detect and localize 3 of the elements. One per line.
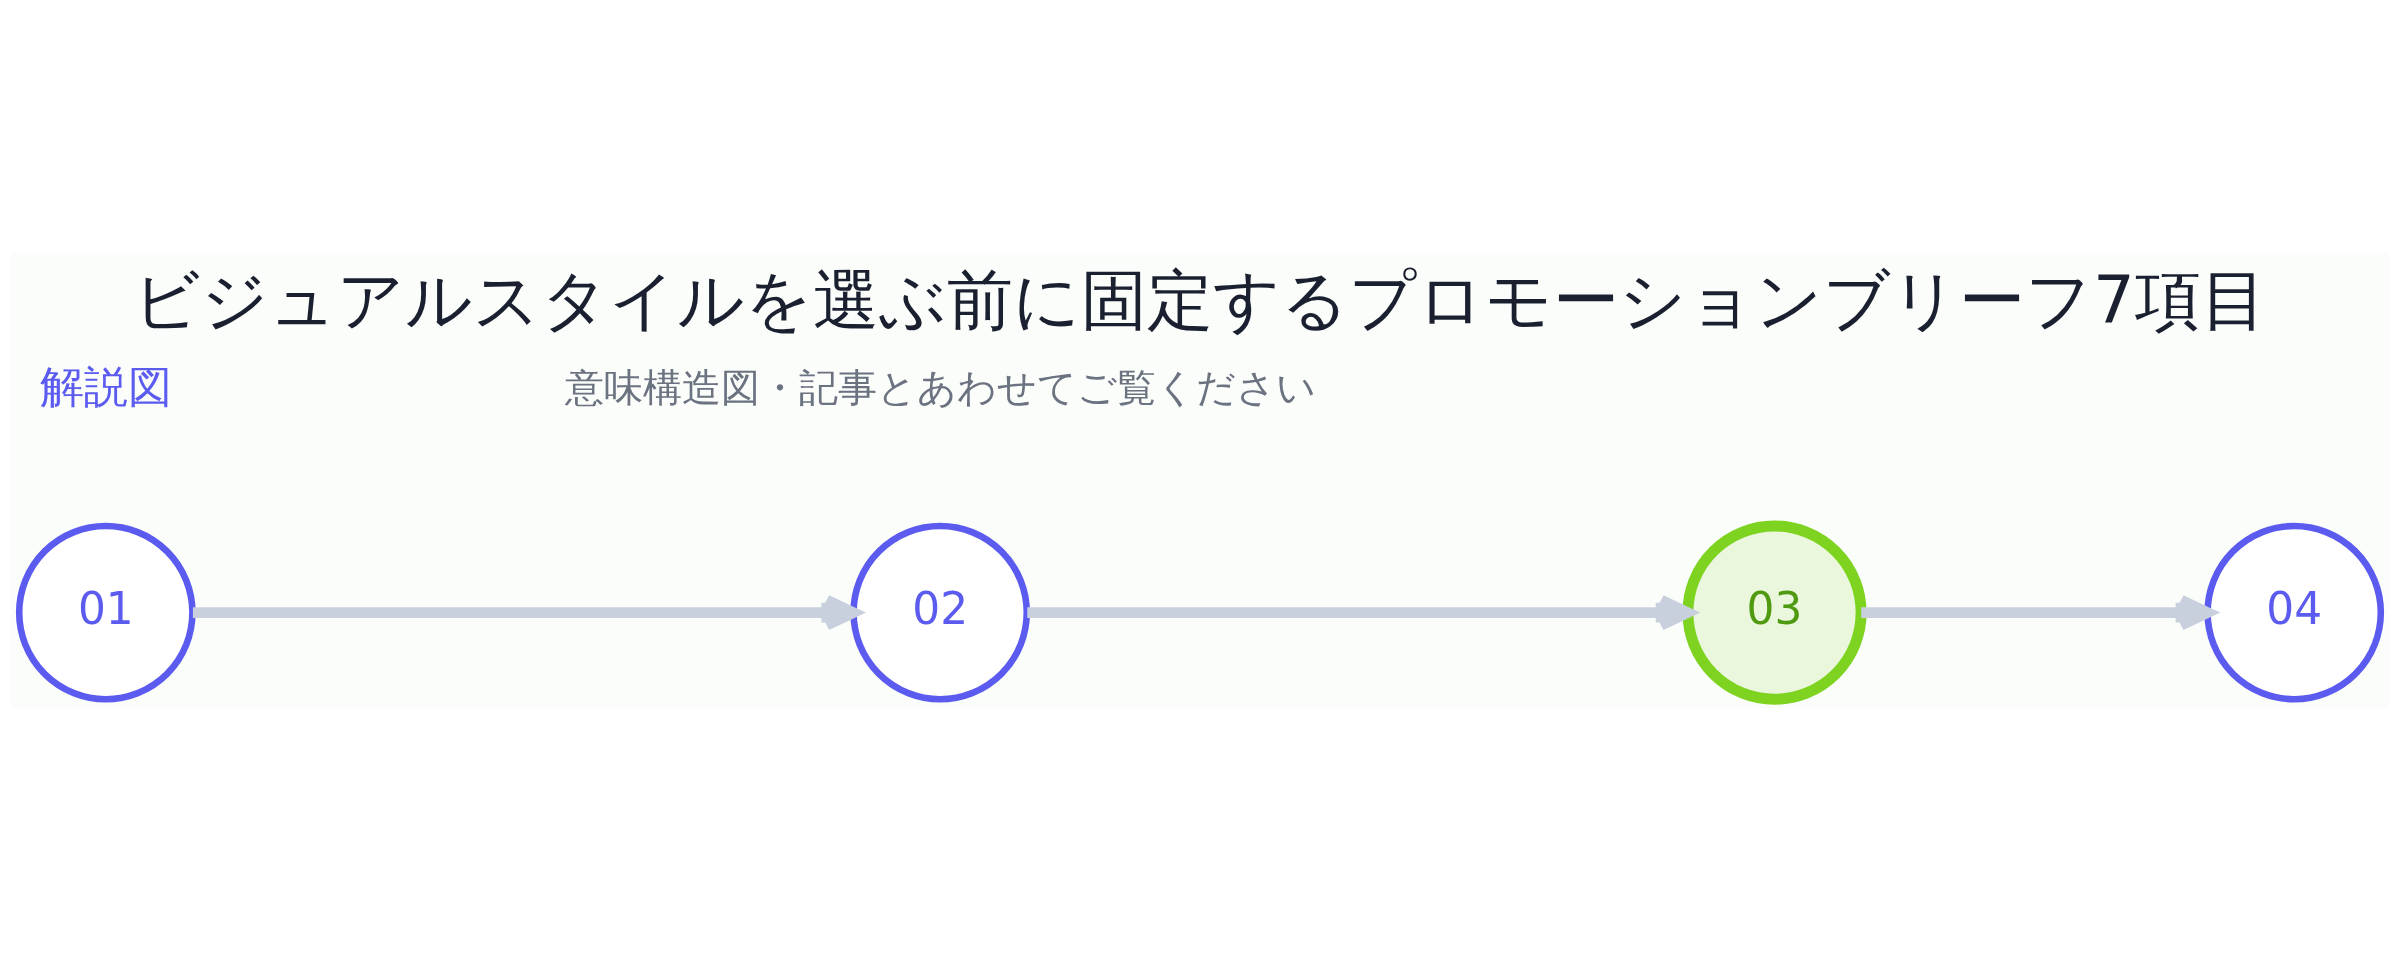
caption: 意味構造図・記事とあわせてご覧ください bbox=[564, 363, 1316, 410]
diagram-title: ビジュアルスタイルを選ぶ前に固定するプロモーションブリーフ7項目 bbox=[133, 261, 2267, 339]
label: 解説図 bbox=[39, 360, 172, 412]
